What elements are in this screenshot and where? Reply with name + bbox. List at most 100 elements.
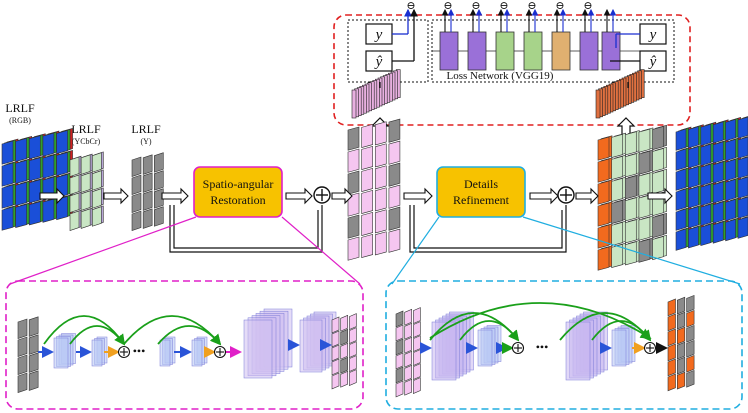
lf-view [700, 163, 712, 187]
feature-cube [431, 321, 457, 381]
zoom-line-details-left [391, 216, 440, 285]
lf-view [676, 371, 686, 390]
lf-view [638, 150, 651, 175]
minus-symbol-left: ⊖ [406, 0, 415, 12]
lf-view [142, 190, 153, 211]
vgg-block [579, 31, 599, 71]
lf-view [652, 214, 664, 239]
lf-view [611, 155, 623, 180]
lf-view [374, 187, 387, 212]
lf-view [686, 339, 695, 358]
feature-cube [159, 339, 171, 367]
lf-view [131, 156, 142, 177]
feature-cube [53, 337, 69, 369]
details-refinement-detail-box [385, 280, 743, 410]
lf-view [42, 154, 55, 179]
lf-view [676, 311, 686, 330]
hollow-arrow [529, 187, 559, 205]
lf-view [624, 241, 637, 266]
minus-symbol: ⊖ [499, 0, 508, 12]
lrlf-rgb-sub: (RGB) [9, 116, 31, 125]
spatio-angular-box[interactable] [193, 166, 283, 218]
lf-view [28, 316, 39, 337]
lf-view [28, 352, 39, 373]
lf-view [1, 162, 14, 187]
lf-view [667, 328, 676, 347]
lf-view [676, 296, 686, 315]
minus-symbol: ⊖ [555, 0, 564, 12]
lf-view [340, 342, 348, 360]
vgg-block [551, 31, 571, 71]
feature-stack-left [351, 69, 401, 119]
lf-view [142, 154, 153, 175]
main-flow-arrows [39, 187, 673, 205]
vgg-block [601, 31, 621, 71]
detail-symbols: ••• ••• [133, 340, 549, 358]
lf-view [131, 192, 142, 213]
lf-view [142, 208, 153, 229]
vgg-block [523, 31, 543, 71]
spatio-angular-label-1: Spatio-angular [203, 177, 274, 191]
hollow-arrow [647, 187, 673, 205]
lf-view [638, 194, 651, 219]
lf-view [154, 170, 164, 191]
lf-view [675, 148, 687, 171]
lf-view [131, 210, 142, 231]
lf-view [676, 341, 686, 360]
lf-view [725, 118, 736, 142]
lf-view [340, 314, 348, 332]
lf-view [667, 298, 676, 317]
lf-view [1, 184, 14, 209]
feature-stack-right [595, 69, 645, 119]
lf-view [688, 226, 699, 249]
lf-view [374, 143, 387, 168]
lf-view [597, 136, 610, 161]
lf-view [395, 310, 404, 328]
lf-view [404, 322, 412, 340]
lf-view [388, 228, 401, 253]
lf-view [725, 138, 736, 162]
y-symbol-left: y [374, 27, 383, 43]
hollow-arrow [575, 187, 599, 205]
lf-view [700, 183, 712, 207]
lrlf-ycbcr-sub: (YCbCr) [72, 137, 101, 146]
details-refinement-label-2: Refinement [453, 193, 510, 207]
lf-view [388, 162, 401, 187]
lf-view [712, 141, 724, 164]
lf-view [331, 316, 340, 334]
lf-view [69, 210, 80, 231]
lf-view [624, 219, 637, 244]
lf-view [667, 373, 676, 392]
lf-view [349, 355, 357, 372]
lf-view [597, 202, 610, 227]
feature-cube [299, 319, 323, 373]
details-refinement-label-1: Details [464, 177, 498, 191]
minus-symbol: ⊖ [443, 0, 452, 12]
lf-view [638, 128, 651, 153]
lf-view [638, 238, 651, 263]
vgg-block [439, 31, 459, 71]
zoom-line-spatio-right [281, 216, 361, 285]
lrlf-rgb-title: LRLF [5, 101, 35, 115]
lf-view [413, 363, 421, 380]
minus-symbol: ⊖ [527, 0, 536, 12]
lf-view [361, 145, 373, 170]
lf-view [17, 354, 28, 375]
lf-view [28, 370, 39, 391]
dots-left: ••• [133, 344, 146, 358]
feature-cube [611, 329, 627, 367]
lf-view [675, 188, 687, 211]
lf-view [700, 203, 712, 227]
lf-view [686, 294, 695, 313]
lf-view [611, 199, 623, 224]
details-refinement-box[interactable] [436, 166, 526, 218]
lf-view [56, 130, 68, 155]
lf-view [361, 123, 373, 148]
lf-view [15, 159, 27, 184]
lf-view [688, 186, 699, 209]
hollow-arrow [331, 187, 353, 205]
lf-view [725, 198, 736, 222]
lf-view [347, 126, 360, 151]
lrlf-y-sub: (Y) [140, 137, 151, 146]
lf-view [404, 378, 412, 396]
